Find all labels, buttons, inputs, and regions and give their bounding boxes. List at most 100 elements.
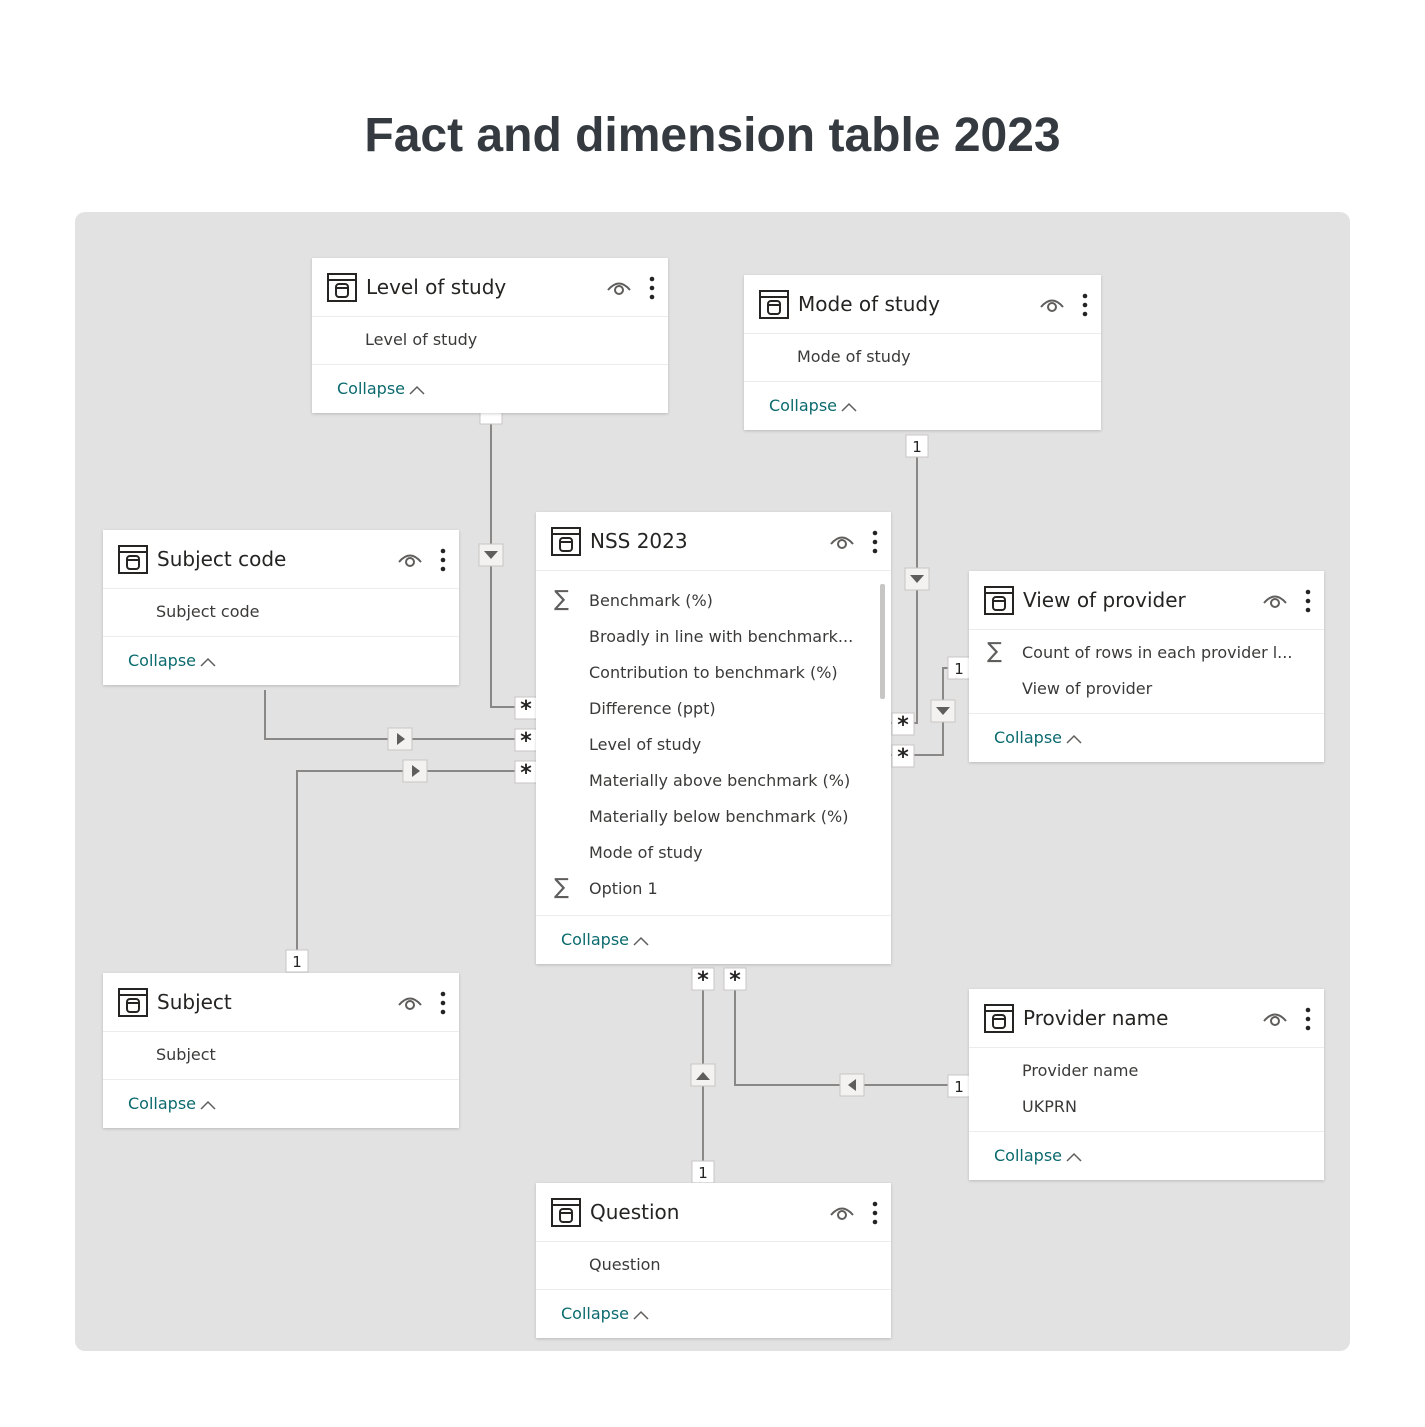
table-title: NSS 2023 — [590, 529, 688, 553]
table-header[interactable]: Provider name — [969, 989, 1324, 1048]
table-card-question[interactable]: Question Question Collapse — [536, 1183, 891, 1338]
field-item[interactable]: Subject code — [156, 602, 260, 621]
table-header[interactable]: Question — [536, 1183, 891, 1242]
more-options-icon[interactable] — [648, 276, 656, 300]
more-options-icon[interactable] — [1304, 589, 1312, 613]
eye-icon[interactable] — [1262, 592, 1288, 610]
chevron-up-icon — [1066, 1152, 1082, 1162]
sigma-icon: ∑ — [554, 587, 569, 612]
table-title: Subject — [157, 990, 232, 1014]
eye-icon[interactable] — [829, 533, 855, 551]
more-options-icon[interactable] — [1081, 293, 1089, 317]
field-item[interactable]: Level of study — [589, 735, 702, 754]
table-header[interactable]: Mode of study — [744, 275, 1101, 334]
svg-text:1: 1 — [698, 1164, 708, 1182]
svg-text:*: * — [520, 697, 532, 722]
eye-icon[interactable] — [1262, 1010, 1288, 1028]
svg-text:*: * — [520, 761, 532, 786]
eye-icon[interactable] — [606, 279, 632, 297]
scrollbar[interactable] — [880, 584, 885, 699]
table-header[interactable]: Level of study — [312, 258, 668, 317]
eye-icon[interactable] — [397, 551, 423, 569]
table-icon — [984, 586, 1014, 615]
eye-icon[interactable] — [397, 994, 423, 1012]
table-card-subject[interactable]: Subject Subject Collapse — [103, 973, 459, 1128]
field-item[interactable]: Contribution to benchmark (%) — [589, 663, 838, 682]
field-item[interactable]: Provider name — [1022, 1061, 1139, 1080]
rel-subject-line — [296, 770, 527, 961]
table-title: Level of study — [366, 275, 507, 299]
table-header[interactable]: View of provider — [969, 571, 1324, 630]
svg-text:1: 1 — [954, 660, 964, 678]
table-card-nss-2023[interactable]: NSS 2023 ∑Benchmark (%) Broadly in line … — [536, 512, 891, 964]
chevron-up-icon — [409, 385, 425, 395]
svg-text:*: * — [897, 713, 909, 738]
rel-provider-name-line — [734, 979, 959, 1086]
field-item[interactable]: Broadly in line with benchmark... — [589, 627, 854, 646]
chevron-up-icon — [633, 1310, 649, 1320]
field-item[interactable]: Level of study — [365, 330, 478, 349]
collapse-button[interactable]: Collapse — [103, 637, 459, 685]
field-item[interactable]: UKPRN — [1022, 1097, 1077, 1116]
field-item[interactable]: Subject — [156, 1045, 216, 1064]
collapse-button[interactable]: Collapse — [312, 365, 668, 413]
table-title: Question — [590, 1200, 680, 1224]
table-header[interactable]: Subject code — [103, 530, 459, 589]
more-options-icon[interactable] — [1304, 1007, 1312, 1031]
more-options-icon[interactable] — [439, 548, 447, 572]
field-item-measure[interactable]: ∑Benchmark (%) — [536, 583, 891, 619]
chevron-up-icon — [1066, 734, 1082, 744]
table-card-subject-code[interactable]: Subject code Subject code Collapse — [103, 530, 459, 685]
field-item[interactable]: Question — [589, 1255, 661, 1274]
table-title: Mode of study — [798, 292, 940, 316]
more-options-icon[interactable] — [871, 530, 879, 554]
page-title: Fact and dimension table 2023 — [364, 109, 1061, 162]
table-icon — [551, 1198, 581, 1227]
table-card-level-of-study[interactable]: Level of study Level of study Collapse — [312, 258, 668, 413]
field-item[interactable]: Materially below benchmark (%) — [589, 807, 849, 826]
table-title: Subject code — [157, 547, 287, 571]
field-item[interactable]: Mode of study — [589, 843, 703, 862]
table-icon — [984, 1004, 1014, 1033]
table-card-mode-of-study[interactable]: Mode of study Mode of study Collapse — [744, 275, 1101, 430]
table-icon — [551, 527, 581, 556]
field-item-measure[interactable]: ∑Count of rows in each provider l... — [969, 635, 1324, 671]
more-options-icon[interactable] — [871, 1201, 879, 1225]
rel-subject-code-line — [264, 690, 527, 740]
svg-text:*: * — [897, 745, 909, 770]
sigma-icon: ∑ — [987, 639, 1002, 664]
table-icon — [118, 545, 148, 574]
sigma-icon: ∑ — [554, 875, 569, 900]
svg-text:*: * — [520, 729, 532, 754]
table-icon — [327, 273, 357, 302]
collapse-button[interactable]: Collapse — [536, 1290, 891, 1338]
collapse-button[interactable]: Collapse — [744, 382, 1101, 430]
chevron-up-icon — [633, 936, 649, 946]
svg-text:1: 1 — [954, 1078, 964, 1096]
table-header[interactable]: Subject — [103, 973, 459, 1032]
collapse-button[interactable]: Collapse — [969, 1132, 1324, 1180]
chevron-up-icon — [200, 1100, 216, 1110]
svg-text:1: 1 — [292, 953, 302, 971]
field-item-measure[interactable]: ∑Option 1 — [536, 871, 891, 907]
table-title: Provider name — [1023, 1006, 1169, 1030]
table-title: View of provider — [1023, 588, 1186, 612]
svg-text:*: * — [729, 968, 741, 993]
table-card-view-of-provider[interactable]: View of provider ∑Count of rows in each … — [969, 571, 1324, 762]
collapse-button[interactable]: Collapse — [969, 714, 1324, 762]
collapse-button[interactable]: Collapse — [103, 1080, 459, 1128]
eye-icon[interactable] — [829, 1204, 855, 1222]
field-item[interactable]: View of provider — [1022, 679, 1153, 698]
table-header[interactable]: NSS 2023 — [536, 512, 891, 571]
eye-icon[interactable] — [1039, 296, 1065, 314]
field-item[interactable]: Materially above benchmark (%) — [589, 771, 851, 790]
collapse-button[interactable]: Collapse — [536, 916, 891, 964]
svg-text:1: 1 — [912, 438, 922, 456]
field-item[interactable]: Difference (ppt) — [589, 699, 716, 718]
more-options-icon[interactable] — [439, 991, 447, 1015]
chevron-up-icon — [200, 657, 216, 667]
field-item[interactable]: Mode of study — [797, 347, 911, 366]
svg-text:*: * — [697, 968, 709, 993]
table-card-provider-name[interactable]: Provider name Provider name UKPRN Collap… — [969, 989, 1324, 1180]
